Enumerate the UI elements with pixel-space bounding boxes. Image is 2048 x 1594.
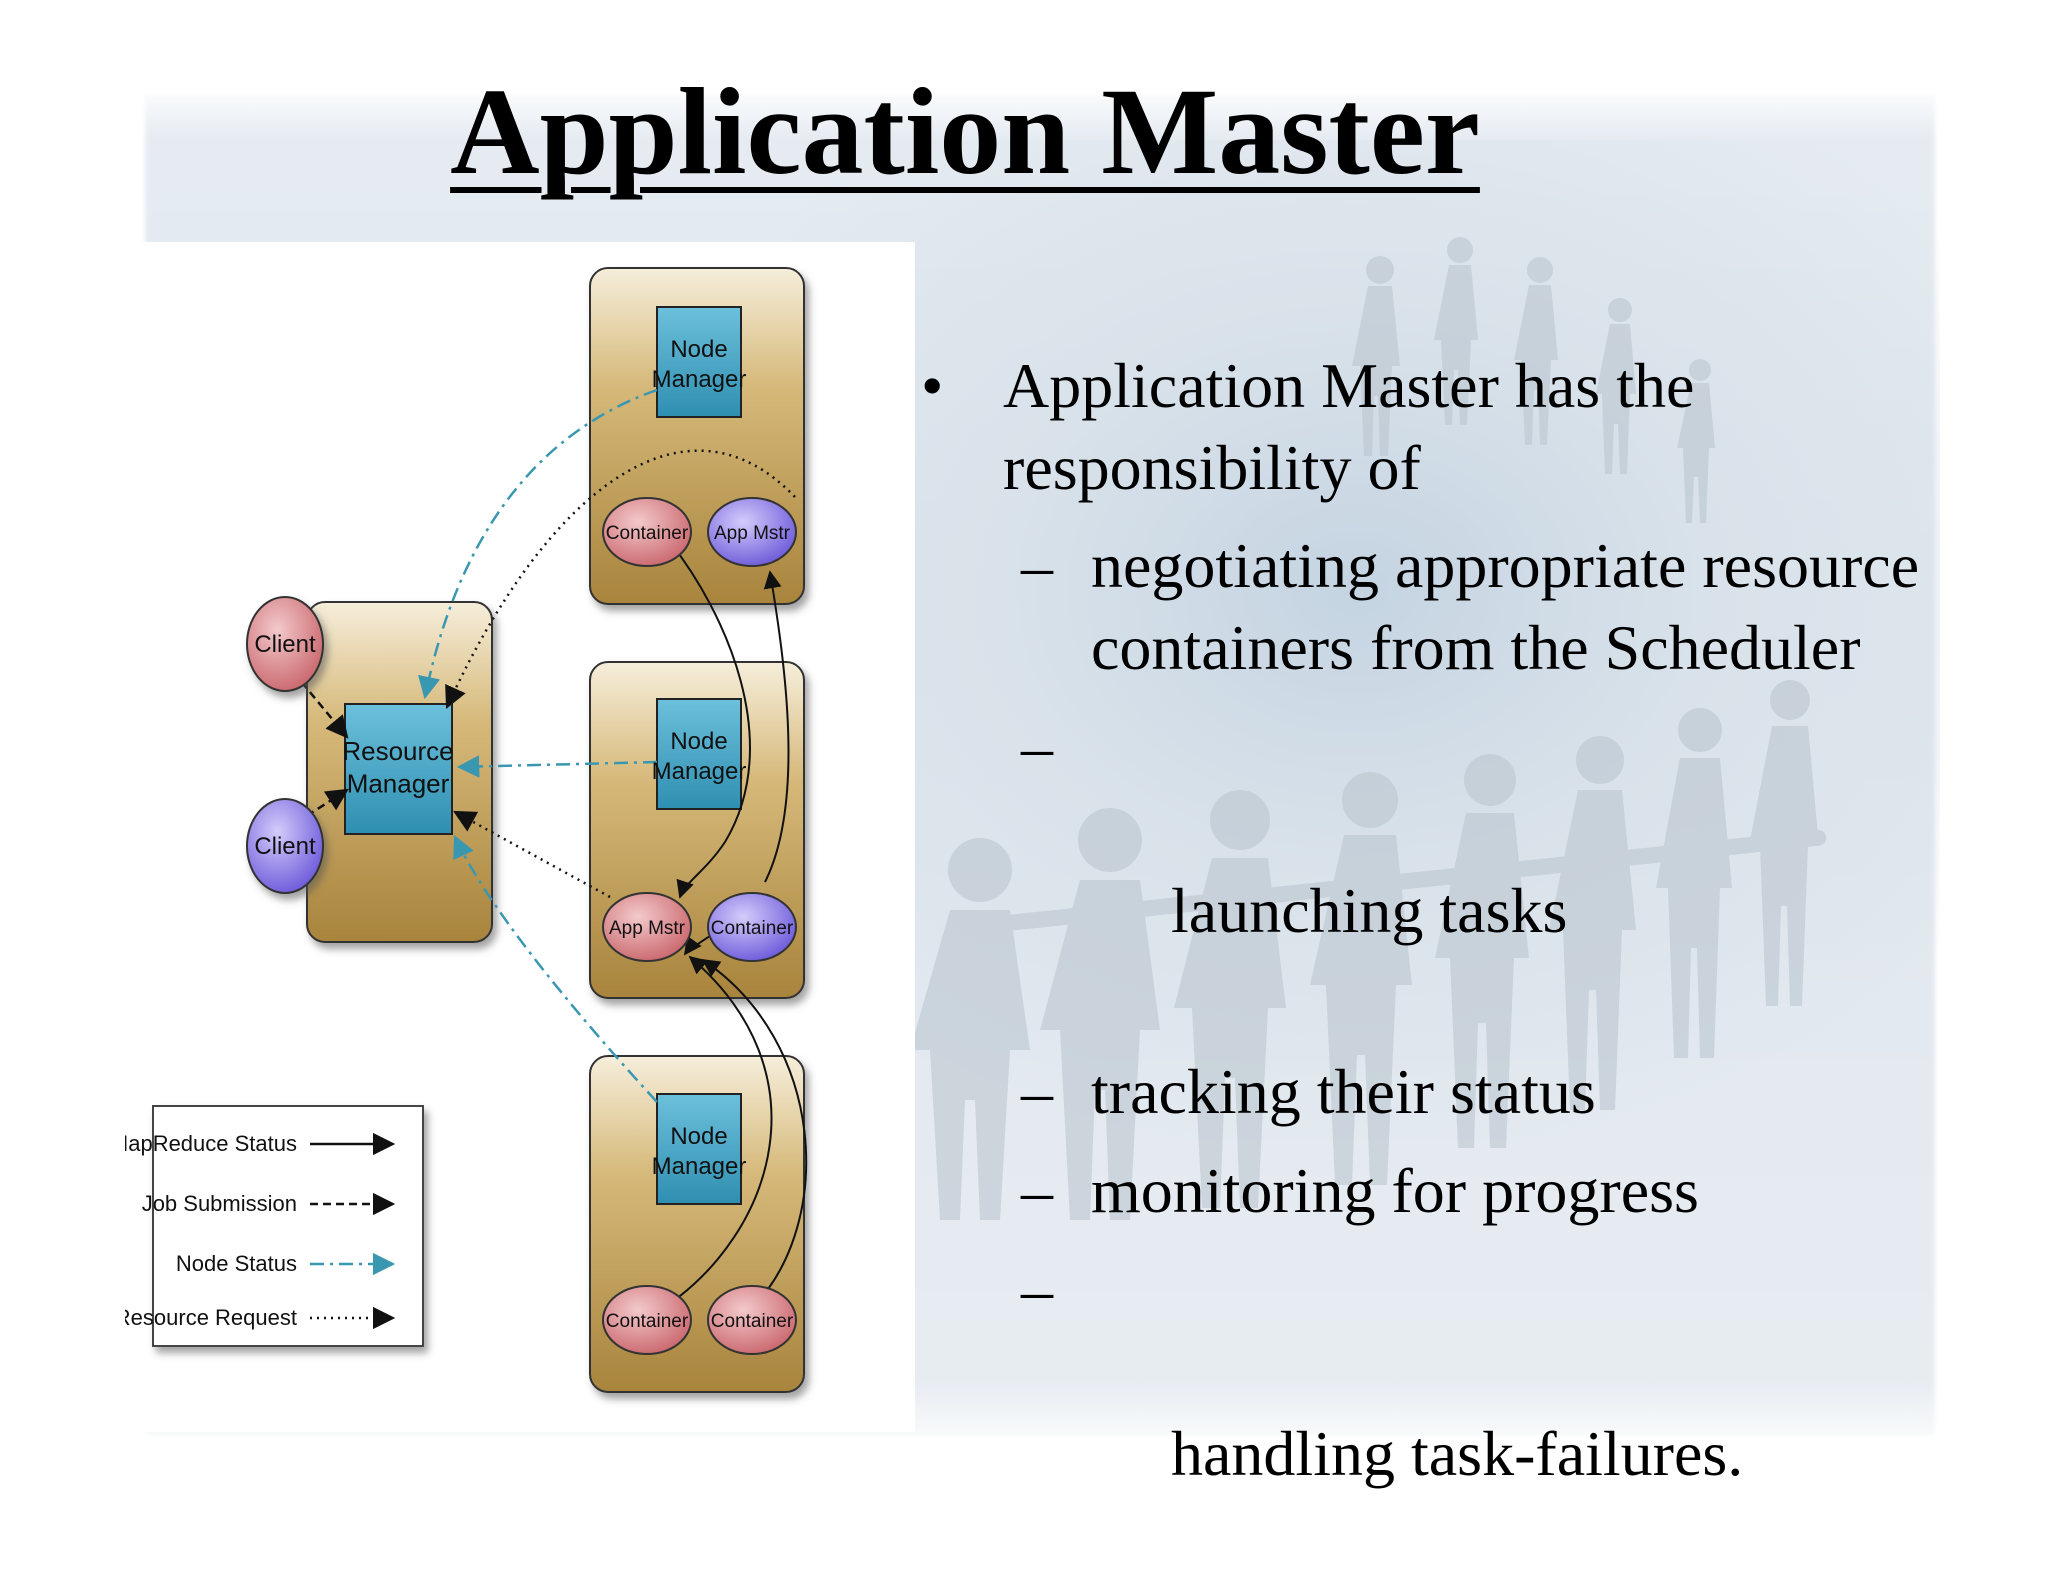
client-label-2: Client [254,833,316,860]
node-status-arrow-3 [453,834,658,1103]
sub-bullet-marker: – [1021,1254,1053,1325]
mapreduce-status-arrow-2 [763,570,790,883]
mapreduce-status-arrow-4 [701,958,808,1308]
client-node-1 [246,596,324,692]
sub-bullet-text: monitoring for progress [1091,1155,1699,1226]
sub-bullet-4: – monitoring for progress [915,1150,2015,1232]
legend-label-node-status: Node Status [176,1251,297,1276]
node1-pod-1 [602,497,692,567]
node-status-arrow-1 [418,388,658,700]
sub-bullet-5: – handling task-failures. [915,1249,2015,1577]
sub-bullet-1: – negotiating appropriate resource conta… [915,525,2015,689]
node3-pod-label-1: Container [606,1311,689,1332]
legend-label-resource-request: Resource Request [125,1305,297,1330]
people-chain-background [910,237,1827,1220]
sub-bullet-marker: – [1021,1056,1053,1127]
client-label-1: Client [254,631,316,658]
mapreduce-status-arrow-3 [664,955,773,1308]
bullet-list: • Application Master has the responsibil… [915,345,2015,1594]
node1-pod-label-1: Container [606,523,689,544]
node2-pod-1 [602,892,692,962]
sub-bullet-marker: – [1021,711,1053,782]
node3-pod-label-2: Container [711,1311,794,1332]
sub-bullet-text: tracking their status [1091,1056,1596,1127]
resource-request-arrow-1 [445,449,796,710]
node2-pod-2 [707,892,797,962]
node-manager-box-3 [656,1093,742,1205]
slide-title: Application Master [450,63,1480,200]
sub-bullet-text: handling task-failures. [1155,1418,1744,1489]
node2-pod-label-2: Container [711,918,794,939]
node2-pod-label-1: App Mstr [609,918,686,939]
legend-label-mapreduce-status: MapReduce Status [125,1131,297,1156]
sub-bullet-text: launching tasks [1155,875,1568,946]
resource-manager-square [344,703,453,835]
bullet-item-main: • Application Master has the responsibil… [915,345,2015,509]
bullet-text: Application Master has the responsibilit… [1003,350,1695,503]
node-status-arrow-2 [456,755,658,778]
node1-pod-label-2: App Mstr [714,523,791,544]
sub-bullet-3: – tracking their status [915,1051,2015,1133]
mapreduce-status-arrow-1 [669,541,751,899]
node-manager-box-1 [656,306,742,418]
sub-bullet-marker: – [1021,530,1053,601]
bullet-marker: • [921,350,944,421]
node3-pod-2 [707,1285,797,1355]
sub-bullet-text: negotiating appropriate resource contain… [1091,530,1920,683]
resource-request-arrow-2 [453,810,611,899]
node1-pod-2 [707,497,797,567]
node-manager-box-2 [656,698,742,810]
legend-label-job-submission: Job Submission [142,1191,297,1216]
sub-bullet-marker: – [1021,1155,1053,1226]
client-node-2 [246,798,324,894]
sub-bullet-2: – launching tasks [915,706,2015,1034]
background-fade-top [120,80,1960,140]
node3-pod-1 [602,1285,692,1355]
